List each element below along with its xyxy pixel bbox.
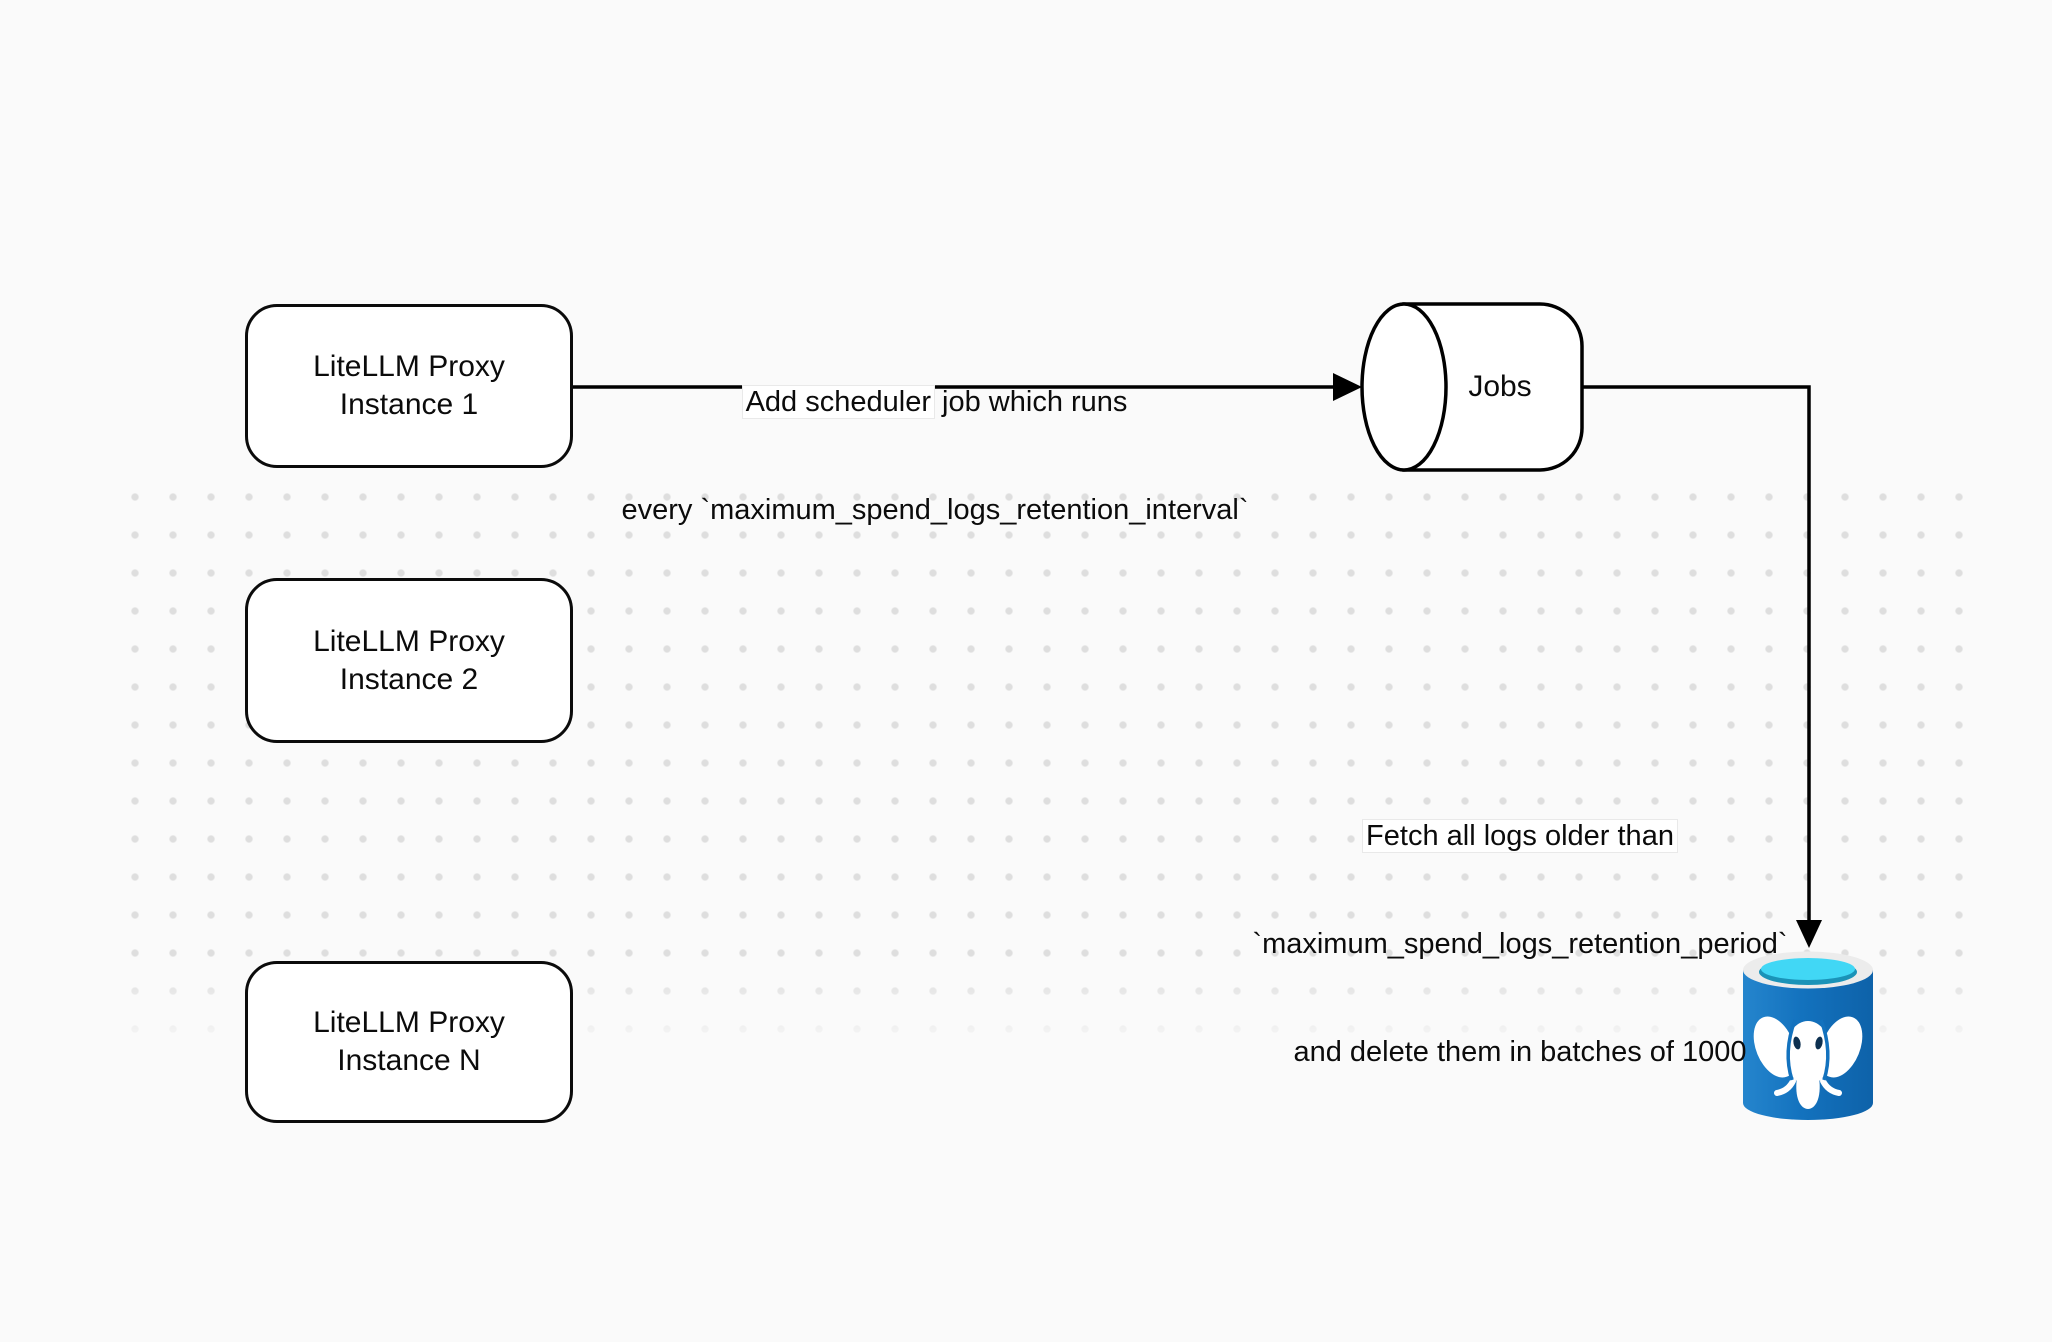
node-label-line: Instance 2 — [339, 662, 479, 696]
postgresql-elephant-icon — [1743, 951, 1873, 1120]
node-litellm-proxy-instance-2: LiteLLM Proxy Instance 2 — [245, 578, 573, 743]
node-litellm-proxy-instance-n: LiteLLM Proxy Instance N — [245, 961, 573, 1123]
edge-jobs-to-postgres — [1582, 385, 1811, 924]
dot-grid-background — [110, 472, 1990, 1057]
node-litellm-proxy-instance-1: LiteLLM Proxy Instance 1 — [245, 304, 573, 468]
postgres-elephant — [1753, 1016, 1863, 1109]
cylinder-face — [1360, 302, 1448, 472]
edge-label-fetch-line1: Fetch all logs older than — [1190, 818, 1850, 854]
elephant-left-face-line — [1786, 1019, 1797, 1081]
elephant-left-ear — [1753, 1016, 1797, 1078]
arrowhead-right-icon — [1333, 373, 1362, 401]
edge-label-fetch-line3: and delete them in batches of 1000 — [1293, 1036, 1747, 1068]
node-label-line: Instance N — [337, 1044, 481, 1077]
edge-label-scheduler-line1: Add scheduler job which runs — [585, 384, 1285, 420]
jobs-queue-label: Jobs — [1468, 370, 1532, 403]
elephant-right-face-line — [1819, 1019, 1830, 1081]
elephant-left-eye — [1793, 1036, 1801, 1050]
postgres-cylinder-liquid — [1761, 958, 1855, 980]
elephant-right-tusk — [1820, 1078, 1842, 1096]
node-label-line: LiteLLM Proxy — [313, 1006, 505, 1039]
edge-label-fetch-line1-highlight: Fetch all logs older than — [1363, 820, 1677, 852]
node-label-line: Instance 1 — [339, 388, 479, 421]
edge-label-scheduler-line1-rest: job which runs — [933, 386, 1128, 418]
node-label-line: LiteLLM Proxy — [313, 350, 505, 383]
node-label-line: LiteLLM Proxy — [313, 624, 505, 658]
jobs-queue-cylinder — [1360, 302, 1584, 472]
edge-label-fetch: Fetch all logs older than `maximum_spend… — [1190, 746, 1850, 1142]
elephant-trunk — [1796, 1077, 1820, 1109]
edge-label-fetch-line2: `maximum_spend_logs_retention_period` — [1252, 928, 1788, 960]
elephant-left-tusk — [1774, 1078, 1796, 1096]
elephant-right-eye — [1815, 1036, 1823, 1050]
arrowhead-down-icon — [1796, 920, 1822, 948]
edge-label-scheduler-line2: every `maximum_spend_logs_retention_inte… — [621, 494, 1249, 526]
edge-label-scheduler: Add scheduler job which runs every `maxi… — [585, 312, 1285, 600]
edge-label-scheduler-line1-highlight: Add scheduler — [742, 386, 934, 418]
elephant-right-ear — [1819, 1016, 1863, 1078]
cylinder-body — [1402, 302, 1584, 472]
